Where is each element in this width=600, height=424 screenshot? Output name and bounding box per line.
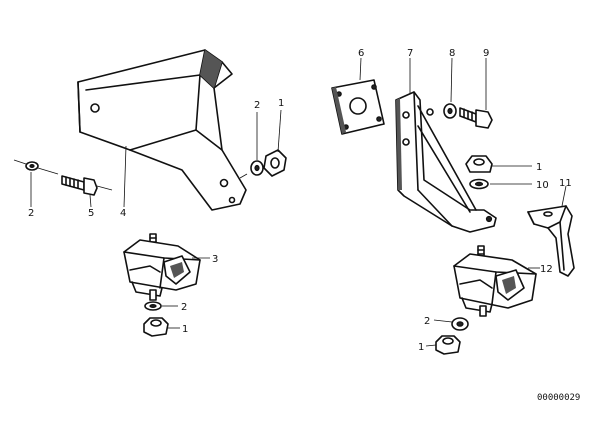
left-bolt bbox=[61, 175, 113, 196]
callout-2-lower-left: 2 bbox=[181, 302, 187, 313]
callout-2-upper: 2 bbox=[254, 100, 260, 111]
left-bracket bbox=[77, 49, 247, 211]
right-nut bbox=[465, 155, 493, 173]
callout-12: 12 bbox=[540, 264, 553, 275]
callout-6: 6 bbox=[358, 48, 364, 59]
square-plate bbox=[331, 79, 385, 135]
callout-1-upper: 1 bbox=[278, 98, 284, 109]
callout-3: 3 bbox=[212, 254, 218, 265]
left-engine-mount bbox=[123, 233, 201, 301]
callout-2-left: 2 bbox=[28, 208, 34, 219]
right-washer-10 bbox=[469, 178, 489, 190]
callout-11: 11 bbox=[559, 178, 572, 189]
callout-7: 7 bbox=[407, 48, 413, 59]
callout-5: 5 bbox=[88, 208, 94, 219]
lower-left-nut bbox=[143, 317, 169, 337]
right-bolt-9 bbox=[459, 107, 493, 129]
callout-4: 4 bbox=[120, 208, 126, 219]
upper-left-nut bbox=[263, 149, 287, 177]
right-bracket bbox=[395, 91, 497, 233]
callout-2-lower-right: 2 bbox=[424, 316, 430, 327]
strap-bracket bbox=[527, 205, 575, 277]
callout-1-lower-left: 1 bbox=[182, 324, 188, 335]
upper-left-washer bbox=[250, 160, 264, 176]
right-engine-mount bbox=[453, 245, 537, 317]
callout-1-lower-right: 1 bbox=[418, 342, 424, 353]
lower-right-washer bbox=[451, 317, 469, 331]
callout-8: 8 bbox=[449, 48, 455, 59]
lower-right-nut bbox=[435, 335, 461, 355]
left-washer bbox=[13, 159, 59, 175]
lower-left-washer bbox=[144, 301, 162, 311]
callout-9: 9 bbox=[483, 48, 489, 59]
diagram-reference-code: 00000029 bbox=[537, 393, 580, 403]
callout-10: 10 bbox=[536, 180, 549, 191]
callout-1-right: 1 bbox=[536, 162, 542, 173]
right-washer-8 bbox=[443, 103, 457, 119]
